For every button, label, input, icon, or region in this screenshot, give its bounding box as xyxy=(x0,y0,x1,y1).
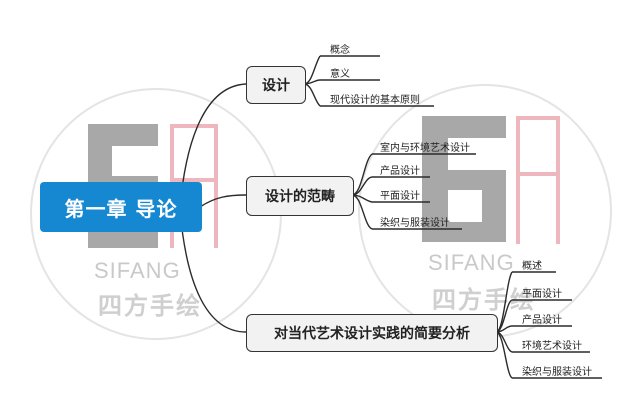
leaf-principles: 现代设计的基本原则 xyxy=(330,95,420,106)
branch-node-analysis: 对当代艺术设计实践的简要分析 xyxy=(246,314,498,352)
leaf-interior-environment: 室内与环境艺术设计 xyxy=(380,143,470,154)
leaf-product-design: 产品设计 xyxy=(380,166,420,177)
leaf-overview: 概述 xyxy=(522,261,542,272)
connector-scope-to-leaves xyxy=(351,153,373,196)
connector-root-to-analysis xyxy=(179,209,247,333)
leaf-textile-fashion-2: 染织与服装设计 xyxy=(522,367,592,378)
watermark-brand-left: SIFANG xyxy=(94,258,181,283)
leaf-product-design-2: 产品设计 xyxy=(522,315,562,326)
leaf-textile-fashion: 染织与服装设计 xyxy=(380,218,450,229)
leaf-significance: 意义 xyxy=(330,69,350,80)
leaf-concept: 概念 xyxy=(330,45,350,56)
watermark-logo-right xyxy=(422,116,560,244)
branch-node-design: 设计 xyxy=(246,66,306,104)
watermark-brand-cn-left: 四方手绘 xyxy=(98,292,202,320)
connector-root-to-scope xyxy=(199,194,247,208)
branch-node-scope: 设计的范畴 xyxy=(246,176,354,216)
leaf-environment-art: 环境艺术设计 xyxy=(522,341,582,352)
leaf-graphic-design: 平面设计 xyxy=(380,191,420,202)
root-node: 第一章 导论 xyxy=(40,182,202,232)
leaf-graphic-design-2: 平面设计 xyxy=(522,289,562,300)
watermark-brand-right: SIFANG xyxy=(428,250,515,275)
